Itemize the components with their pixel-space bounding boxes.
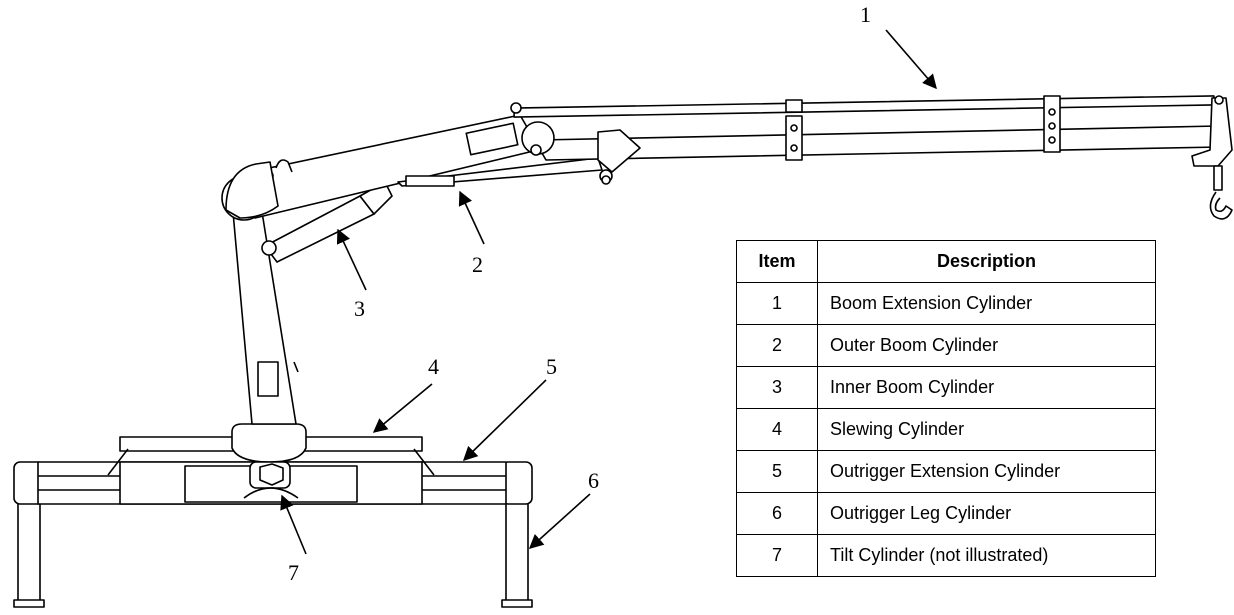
leader-arrow-5 (462, 379, 547, 462)
leader-arrow-6 (528, 493, 591, 549)
table-row: 2 Outer Boom Cylinder (736, 324, 1156, 367)
item-column-header: Item (736, 240, 818, 283)
outrigger-leg-right (501, 461, 533, 608)
table-header-row: Item Description (736, 240, 1156, 283)
boom-extension-cylinder (510, 95, 1215, 118)
item-description: Outrigger Extension Cylinder (817, 450, 1156, 493)
item-description: Outrigger Leg Cylinder (817, 492, 1156, 535)
table-row: 3 Inner Boom Cylinder (736, 366, 1156, 409)
item-description: Outer Boom Cylinder (817, 324, 1156, 367)
table-row: 4 Slewing Cylinder (736, 408, 1156, 451)
outrigger-leg-left (13, 461, 45, 608)
table-row: 5 Outrigger Extension Cylinder (736, 450, 1156, 493)
item-description: Slewing Cylinder (817, 408, 1156, 451)
item-description: Tilt Cylinder (not illustrated) (817, 534, 1156, 577)
item-number: 3 (736, 366, 818, 409)
item-number: 5 (736, 450, 818, 493)
callout-6: 6 (588, 468, 599, 493)
item-number: 1 (736, 282, 818, 325)
leader-arrow-3 (336, 228, 367, 291)
callout-1: 1 (860, 2, 871, 27)
item-number: 2 (736, 324, 818, 367)
item-number: 4 (736, 408, 818, 451)
item-number: 6 (736, 492, 818, 535)
leader-arrow-1 (885, 29, 937, 90)
leader-arrow-2 (458, 190, 485, 245)
callout-2: 2 (472, 252, 483, 277)
callout-3: 3 (354, 296, 365, 321)
inner-boom-cylinder (261, 181, 393, 263)
leader-arrow-4 (372, 383, 433, 433)
callout-7: 7 (288, 560, 299, 585)
item-description: Inner Boom Cylinder (817, 366, 1156, 409)
leader-arrow-7 (280, 494, 307, 555)
boom-clamp (1043, 95, 1061, 153)
hook (1191, 95, 1233, 220)
callout-5: 5 (546, 354, 557, 379)
table-row: 1 Boom Extension Cylinder (736, 282, 1156, 325)
item-number: 7 (736, 534, 818, 577)
parts-legend-table: Item Description 1 Boom Extension Cylind… (736, 240, 1156, 577)
description-column-header: Description (817, 240, 1156, 283)
table-row: 6 Outrigger Leg Cylinder (736, 492, 1156, 535)
table-row: 7 Tilt Cylinder (not illustrated) (736, 534, 1156, 577)
mast-boom-joint (225, 161, 279, 219)
item-description: Boom Extension Cylinder (817, 282, 1156, 325)
callout-4: 4 (428, 354, 439, 379)
